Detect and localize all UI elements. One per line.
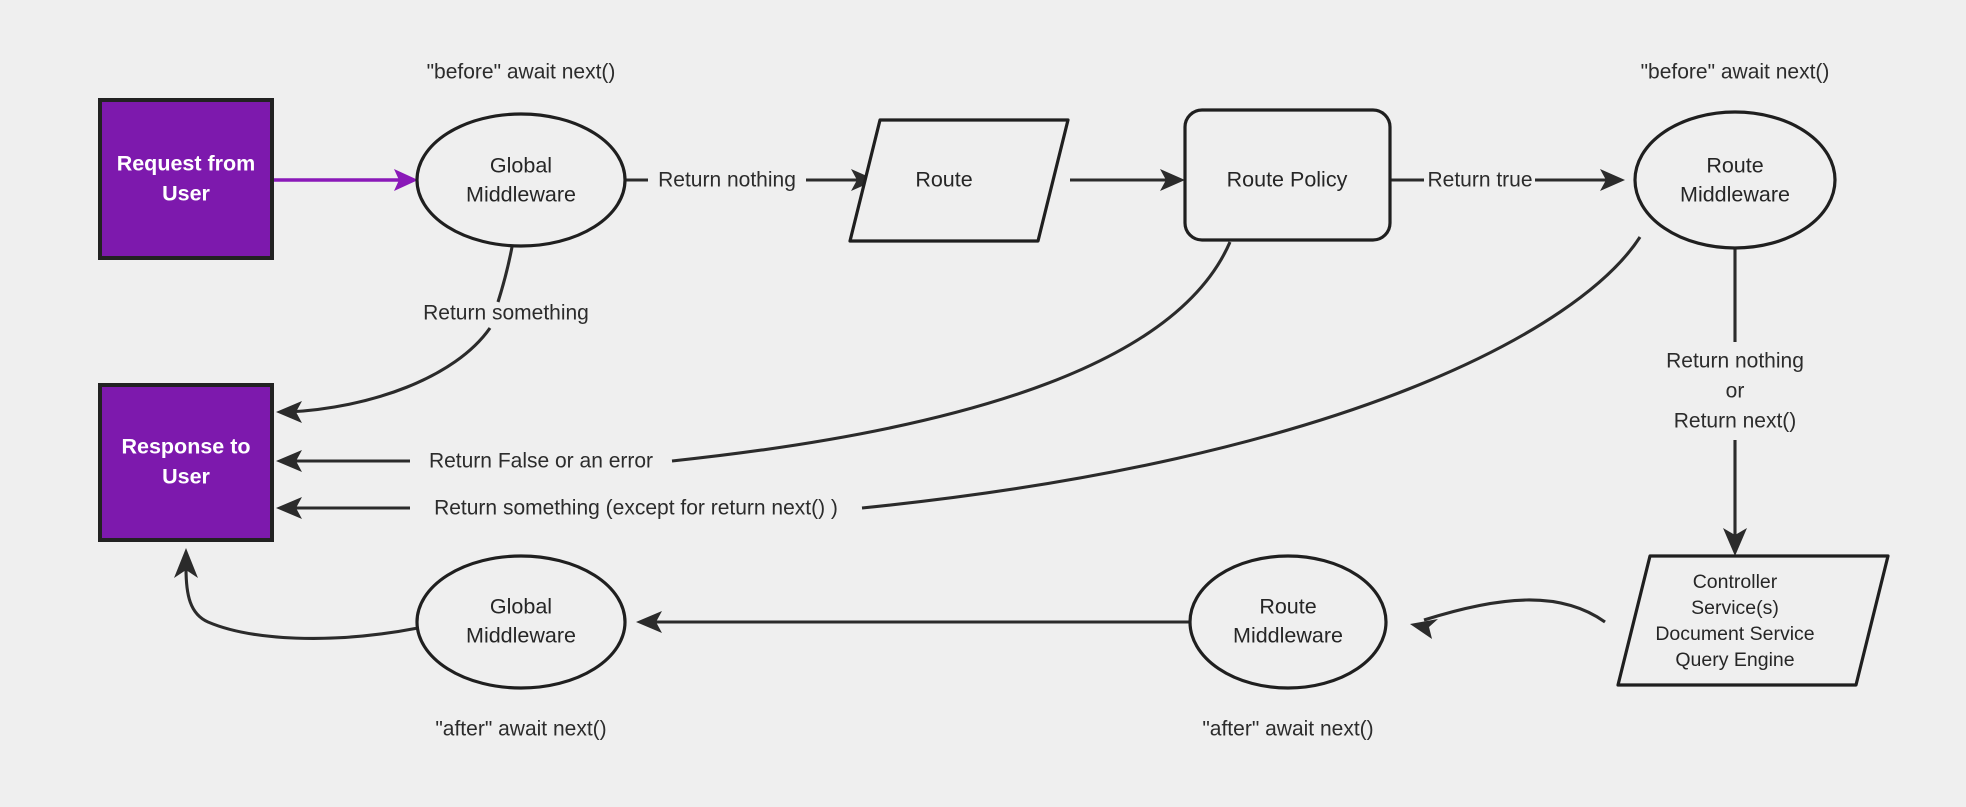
node-route-middleware-top[interactable]: Route Middleware [1633,110,1837,250]
annotation-after-await-next-global: "after" await next() [435,718,606,741]
controller-stack-label-line4: Query Engine [1675,649,1794,671]
controller-stack-label-line1: Controller [1693,571,1778,593]
node-route-policy[interactable]: Route Policy [1183,108,1392,242]
edge-label-route-mw-next-line3: Return next() [1674,410,1797,433]
route-middleware-top-label-line2: Middleware [1680,183,1790,207]
edge-route-middleware-bottom-to-global-middleware-bottom [636,611,1190,633]
edge-label-route-mw-next-line1: Return nothing [1666,350,1804,373]
annotation-after-await-next-route: "after" await next() [1202,718,1373,741]
edge-route-to-route-policy [1070,169,1185,191]
route-label: Route [915,168,972,192]
response-to-user-label-line1: Response to [121,435,250,459]
edge-route-middleware-return-something: Return something (except for return next… [276,236,1642,520]
annotation-before-await-next-global: "before" await next() [427,61,616,84]
edge-label-return-something-except-next: Return something (except for return next… [434,497,838,520]
node-response-to-user[interactable]: Response to User [98,383,274,542]
edge-global-middleware-return-something: Return something [276,246,589,423]
request-from-user-label-line2: User [162,182,210,206]
edge-label-return-nothing: Return nothing [658,169,796,192]
node-route[interactable]: Route [848,118,1070,243]
global-middleware-bottom-label-line2: Middleware [466,624,576,648]
route-middleware-top-label-line1: Route [1706,154,1763,178]
route-policy-label: Route Policy [1227,168,1348,192]
edge-route-middleware-to-controller: Return nothing or Return next() [1666,247,1804,556]
controller-stack-label-line3: Document Service [1655,623,1814,645]
edge-label-return-false-or-error: Return False or an error [429,450,653,473]
global-middleware-top-label-line2: Middleware [466,183,576,207]
global-middleware-bottom-label-line1: Global [490,595,552,619]
node-route-middleware-bottom[interactable]: Route Middleware [1188,554,1388,690]
response-to-user-label-line2: User [162,465,210,489]
edge-route-policy-to-route-middleware: Return true [1390,169,1625,192]
global-middleware-top-label-line1: Global [490,154,552,178]
annotation-before-await-next-route: "before" await next() [1641,61,1830,84]
controller-stack-label-line2: Service(s) [1691,597,1779,619]
node-request-from-user[interactable]: Request from User [98,98,274,260]
node-global-middleware-top[interactable]: Global Middleware [415,112,627,248]
route-middleware-bottom-label-line2: Middleware [1233,624,1343,648]
edge-label-route-mw-next-line2: or [1726,380,1745,403]
edge-global-middleware-to-route: Return nothing [626,169,876,192]
edge-label-return-something: Return something [423,302,589,325]
edge-controller-to-route-middleware-bottom [1410,598,1606,639]
route-middleware-bottom-label-line1: Route [1259,595,1316,619]
node-controller-stack[interactable]: Controller Service(s) Document Service Q… [1616,554,1890,687]
edge-route-policy-return-false: Return False or an error [276,241,1232,473]
node-global-middleware-bottom[interactable]: Global Middleware [415,554,627,690]
edge-label-return-true: Return true [1427,169,1532,192]
request-from-user-label-line1: Request from [117,152,256,176]
edge-request-to-global-middleware [272,169,418,191]
edge-global-middleware-bottom-to-response [174,548,419,640]
